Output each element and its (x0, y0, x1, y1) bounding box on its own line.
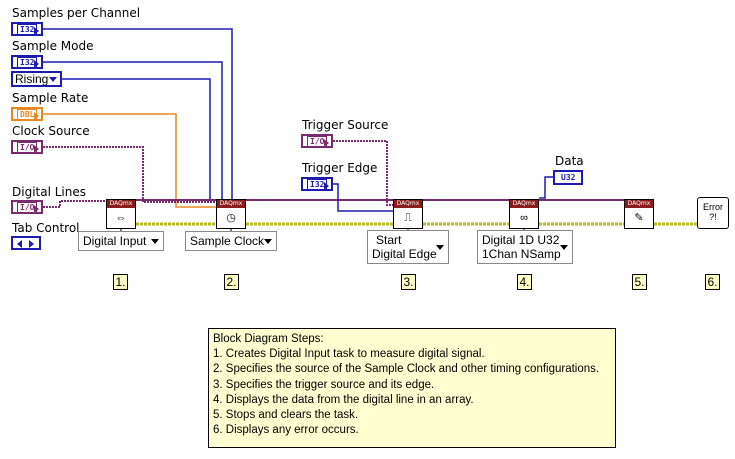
clear-task-vi[interactable]: DAQmx ✎ (624, 199, 654, 229)
vi-header: DAQmx (394, 200, 422, 208)
vi-header: DAQmx (217, 200, 245, 208)
create-channel-vi[interactable]: DAQmx ⇔ (106, 199, 136, 229)
trigger-selector[interactable]: Start Digital Edge (367, 230, 449, 264)
ring-value: Rising (15, 72, 49, 86)
clock-icon: ◷ (226, 212, 236, 224)
terminal-arrow-icon (34, 145, 39, 153)
timing-selector[interactable]: Sample Clock (185, 231, 277, 251)
trigger-edge-label: Trigger Edge (302, 161, 378, 175)
step-label-4: 4. (517, 274, 532, 290)
sample-mode-control[interactable]: I32 (11, 55, 43, 69)
note-line-2: 2. Specifies the source of the Sample Cl… (213, 363, 600, 376)
chevron-down-icon (560, 245, 568, 250)
terminal-arrow-icon (34, 205, 39, 213)
chevron-down-icon (151, 239, 159, 244)
vi-header: DAQmx (625, 200, 653, 208)
error-handler-vi[interactable]: Error ?! (697, 197, 729, 229)
samples-per-channel-control[interactable]: I32 (11, 22, 43, 36)
note-line-1: 1. Creates Digital Input task to measure… (213, 348, 485, 361)
selector-value: Sample Clock (190, 234, 265, 248)
digital-lines-label: Digital Lines (12, 185, 86, 199)
terminal-arrow-icon (34, 60, 39, 68)
read-glasses-icon: ∞ (520, 212, 528, 224)
read-selector[interactable]: Digital 1D U32 1Chan NSamp (477, 230, 573, 264)
error-icon: Error ?! (703, 202, 723, 222)
selector-line-2: 1Chan NSamp (482, 247, 561, 261)
step-label-3: 3. (401, 274, 416, 290)
note-line-5: 5. Stops and clears the task. (213, 409, 359, 422)
selector-line-1: Start (376, 233, 402, 247)
vi-header: DAQmx (107, 200, 135, 208)
data-label: Data (555, 154, 584, 168)
step-label-2: 2. (224, 274, 239, 290)
clock-source-label: Clock Source (12, 124, 90, 138)
data-indicator[interactable]: U32 (553, 170, 583, 185)
chevron-down-icon (264, 239, 272, 244)
step-label-5: 5. (632, 274, 647, 290)
selector-line-2: Digital Edge (372, 247, 437, 261)
read-vi[interactable]: DAQmx ∞ (509, 199, 539, 229)
trigger-source-label: Trigger Source (302, 118, 389, 132)
tab-control[interactable] (11, 236, 41, 250)
sample-mode-label: Sample Mode (12, 39, 94, 53)
channel-icon: ⇔ (115, 212, 127, 224)
clock-source-control[interactable]: I/O (11, 140, 43, 154)
selector-value: Digital Input (83, 234, 147, 248)
step-label-1: 1. (113, 274, 128, 290)
trigger-vi[interactable]: DAQmx ⎍ (393, 199, 423, 229)
note-line-3: 3. Specifies the trigger source and its … (213, 378, 435, 391)
sample-rate-label: Sample Rate (12, 91, 89, 105)
eraser-icon: ✎ (634, 212, 644, 224)
sample-rate-control[interactable]: DBL (11, 107, 43, 121)
terminal-arrow-icon (324, 139, 329, 147)
note-title: Block Diagram Steps: (213, 333, 324, 345)
arrow-right-icon (29, 240, 34, 248)
note-line-6: 6. Displays any error occurs. (213, 424, 359, 437)
samples-per-channel-label: Samples per Channel (12, 6, 141, 20)
trigger-source-control[interactable]: I/O (301, 134, 333, 148)
create-channel-selector[interactable]: Digital Input (78, 231, 164, 251)
trigger-edge-control[interactable]: I32 (301, 177, 333, 191)
terminal-arrow-icon (34, 27, 39, 35)
tab-control-label: Tab Control (12, 221, 80, 235)
chevron-down-icon (49, 77, 57, 82)
vi-header: DAQmx (510, 200, 538, 208)
sample-mode-ring[interactable]: Rising (11, 71, 62, 87)
block-diagram-steps-note: Block Diagram Steps: 1. Creates Digital … (208, 328, 616, 448)
arrow-left-icon (17, 240, 22, 248)
edge-trigger-icon: ⎍ (404, 212, 412, 224)
chevron-down-icon (436, 245, 444, 250)
digital-lines-control[interactable]: I/O (11, 200, 43, 214)
terminal-arrow-icon (34, 112, 39, 120)
note-line-4: 4. Displays the data from the digital li… (213, 393, 474, 406)
timing-vi[interactable]: DAQmx ◷ (216, 199, 246, 229)
terminal-arrow-icon (324, 182, 329, 190)
selector-line-1: Digital 1D U32 (482, 233, 560, 247)
type-tag: U32 (561, 173, 576, 182)
step-label-6: 6. (705, 274, 720, 290)
